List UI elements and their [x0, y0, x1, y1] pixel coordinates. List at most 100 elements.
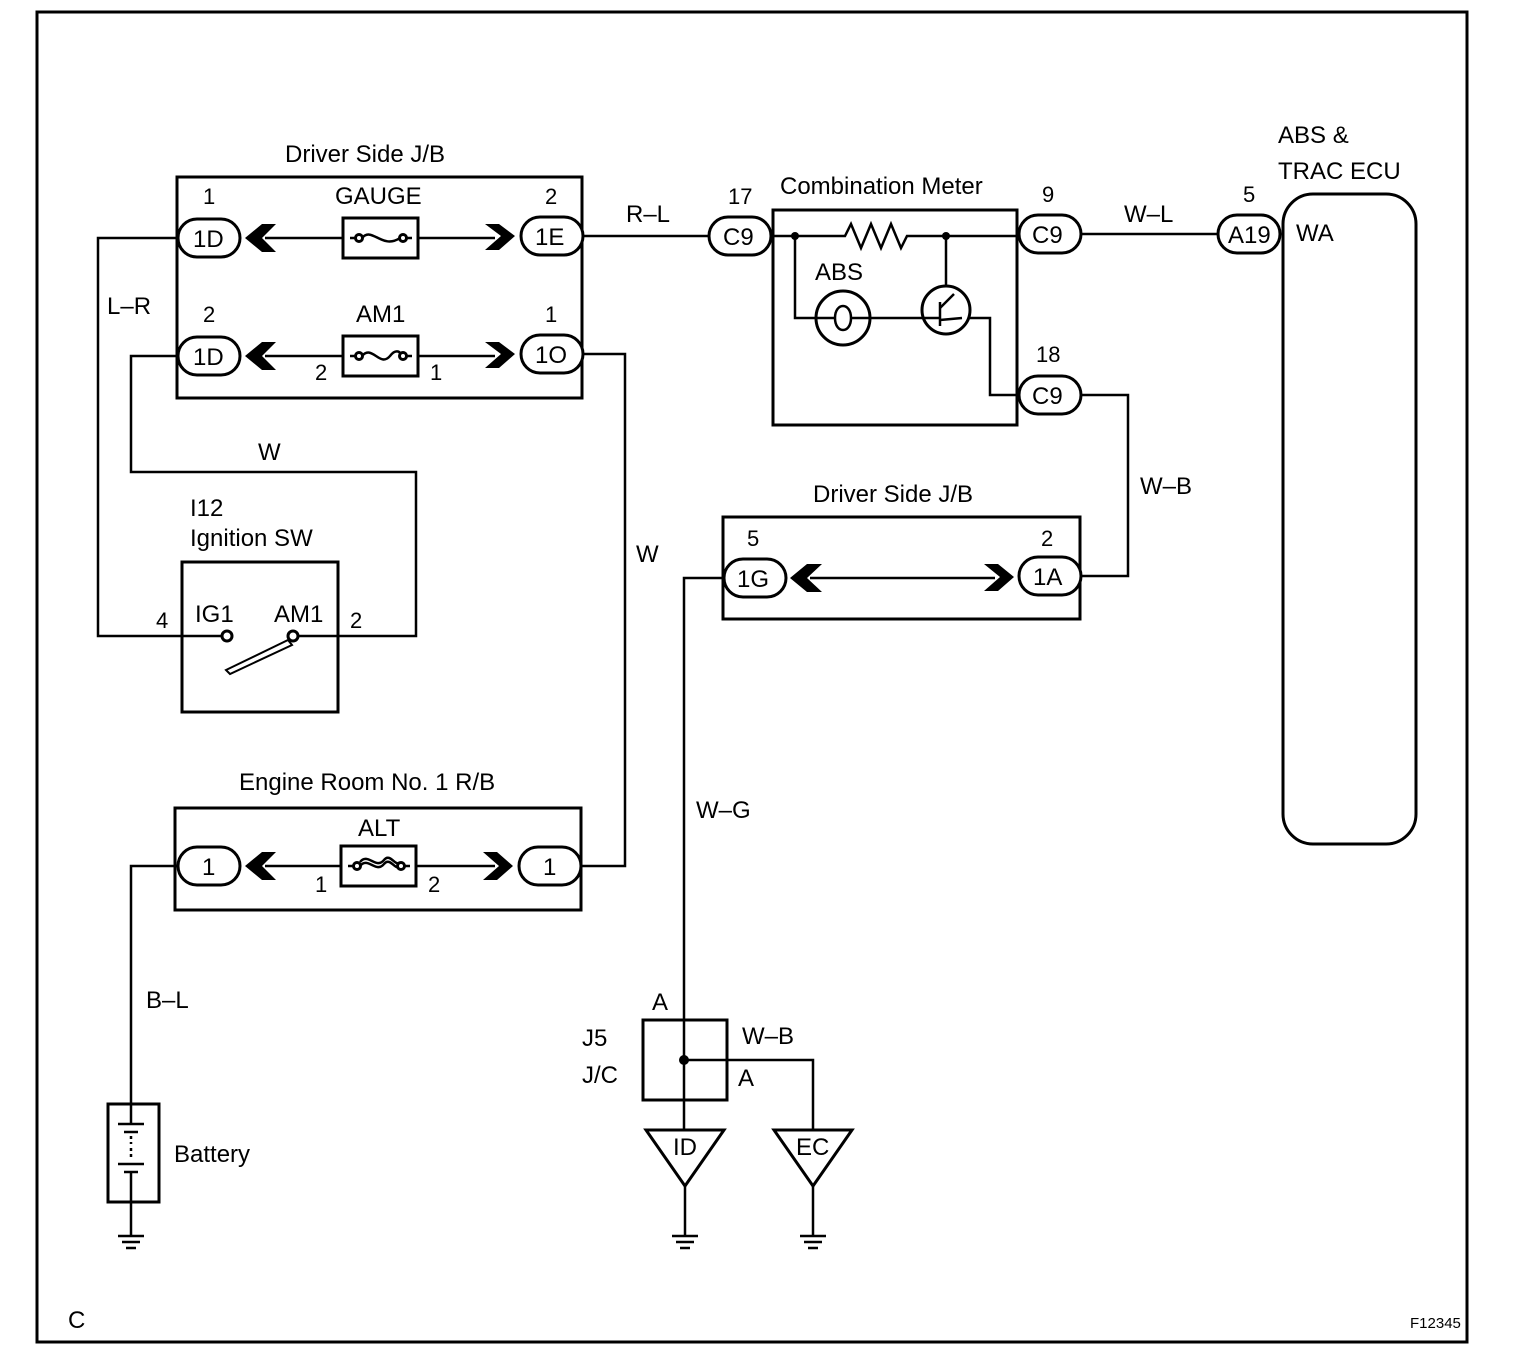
ignition-contact-ig1 — [220, 629, 234, 643]
connector-a19-label: A19 — [1228, 222, 1271, 249]
arrow-1d-am1 — [245, 342, 276, 370]
junction-type: J/C — [582, 1062, 618, 1089]
connector-c9-18-label: C9 — [1032, 383, 1063, 410]
junction-j5: J5 J/C A A — [582, 989, 754, 1102]
alt-fuse-pin-left: 1 — [315, 872, 327, 897]
abs-lamp-label: ABS — [815, 259, 863, 286]
ignition-switch: I12 Ignition SW IG1 AM1 4 2 — [156, 495, 362, 714]
junction-box — [641, 1018, 729, 1102]
battery-label: Battery — [174, 1141, 250, 1168]
meter-wire-lamp — [793, 236, 815, 320]
connector-1a-label: 1A — [1033, 564, 1062, 591]
junction-node — [679, 1055, 689, 1065]
ignition-switch-id: I12 — [190, 495, 223, 522]
connector-1e — [519, 215, 585, 257]
pin-1o: 1 — [545, 302, 557, 327]
driver-jb-mid-title: Driver Side J/B — [813, 481, 973, 508]
driver-jb-top-box — [175, 175, 584, 400]
arrow-1a — [984, 564, 1014, 591]
alt-fuse-label: ALT — [358, 815, 401, 842]
connector-a19 — [1216, 213, 1282, 255]
connector-1e-label: 1E — [535, 224, 564, 251]
wire-label-b-l: B–L — [146, 987, 189, 1014]
ecu-title-line2: TRAC ECU — [1278, 158, 1401, 185]
combination-meter: Combination Meter ABS C9 17 C9 9 C9 18 — [707, 173, 1083, 427]
ground-id-triangle — [643, 1128, 727, 1189]
junction-pin-right: A — [738, 1065, 754, 1092]
pin-1d-am1: 2 — [203, 302, 215, 327]
combination-meter-box — [771, 208, 1019, 427]
battery: Battery — [106, 1102, 250, 1250]
ecu-box — [1281, 192, 1418, 846]
connector-er-right — [517, 845, 583, 887]
pin-1d-gauge: 1 — [203, 184, 215, 209]
driver-jb-top-title: Driver Side J/B — [285, 141, 445, 168]
am1-fuse-pin-left: 2 — [315, 360, 327, 385]
pin-c9-18: 18 — [1036, 342, 1060, 367]
wire-label-w-l: W–L — [1124, 201, 1173, 228]
ground-id-label: ID — [673, 1134, 697, 1161]
diagram-frame — [35, 10, 1469, 1344]
ignition-contact-am1 — [286, 629, 300, 643]
connector-c9-17-label: C9 — [723, 224, 754, 251]
ignition-switch-title: Ignition SW — [190, 525, 313, 552]
connector-1a — [1017, 555, 1083, 597]
battery-box — [106, 1102, 161, 1204]
wire-w-upper — [129, 354, 418, 638]
driver-jb-top: Driver Side J/B GAUGE 1D 1 1E 2 AM1 2 1 … — [175, 141, 585, 400]
ground-ec: EC — [771, 1128, 855, 1250]
connector-1o — [519, 333, 585, 375]
connector-1d-gauge — [176, 217, 242, 259]
wire-b-l — [129, 864, 180, 1104]
wire-label-w-b-right: W–B — [1140, 473, 1192, 500]
arrow-er-left — [245, 852, 276, 880]
gauge-fuse-label: GAUGE — [335, 183, 422, 210]
wire-label-w-b-jc: W–B — [742, 1023, 794, 1050]
wire-w-g — [682, 576, 724, 1130]
engine-room-rb: Engine Room No. 1 R/B ALT 1 2 1 1 — [173, 769, 583, 912]
wire-label-l-r: L–R — [107, 293, 151, 320]
connector-1d-am1 — [176, 335, 242, 377]
transistor — [920, 284, 972, 336]
junction-pin-top: A — [652, 989, 668, 1016]
ecu-terminal-wa: WA — [1296, 220, 1334, 247]
ignition-switch-blade — [224, 638, 294, 676]
pin-a19: 5 — [1243, 182, 1255, 207]
pin-1e: 2 — [545, 184, 557, 209]
ground-ec-label: EC — [796, 1134, 829, 1161]
pin-c9-9: 9 — [1042, 182, 1054, 207]
pin-c9-17: 17 — [728, 184, 752, 209]
pin-1g: 5 — [747, 526, 759, 551]
connector-er-left — [176, 845, 242, 887]
am1-fuse-pin-right: 1 — [430, 360, 442, 385]
am1-fuse-label: AM1 — [356, 301, 405, 328]
ignition-pin-4: 4 — [156, 608, 168, 633]
wire-w-vertical — [580, 352, 627, 868]
wire-l-r — [96, 236, 227, 638]
ignition-terminal-ig1: IG1 — [195, 601, 234, 628]
ignition-pin-2: 2 — [350, 608, 362, 633]
connector-er-right-label: 1 — [543, 854, 556, 881]
arrow-1o — [485, 342, 515, 368]
ecu-title-line1: ABS & — [1278, 122, 1349, 149]
connector-c9-17 — [707, 215, 773, 257]
corner-letter: C — [68, 1307, 85, 1334]
arrow-1g — [790, 564, 822, 592]
arrow-1d-gauge — [245, 224, 276, 252]
wire-labels: R–L W–L L–R W W W–B W–G B–L W–B — [107, 201, 1192, 1050]
ignition-terminal-am1: AM1 — [274, 601, 323, 628]
arrow-1e — [485, 224, 515, 250]
junction-id: J5 — [582, 1025, 607, 1052]
connector-1o-label: 1O — [535, 342, 567, 369]
connector-c9-9 — [1017, 213, 1083, 255]
wire-label-r-l: R–L — [626, 201, 670, 228]
connector-1g-label: 1G — [737, 566, 769, 593]
ground-ec-triangle — [771, 1128, 855, 1189]
connector-er-left-label: 1 — [202, 854, 215, 881]
engine-room-rb-title: Engine Room No. 1 R/B — [239, 769, 495, 796]
wire-label-w-g: W–G — [696, 797, 751, 824]
connector-1g — [722, 557, 788, 599]
arrow-er-right — [483, 852, 513, 880]
abs-trac-ecu: ABS & TRAC ECU A19 5 WA — [1216, 122, 1418, 846]
